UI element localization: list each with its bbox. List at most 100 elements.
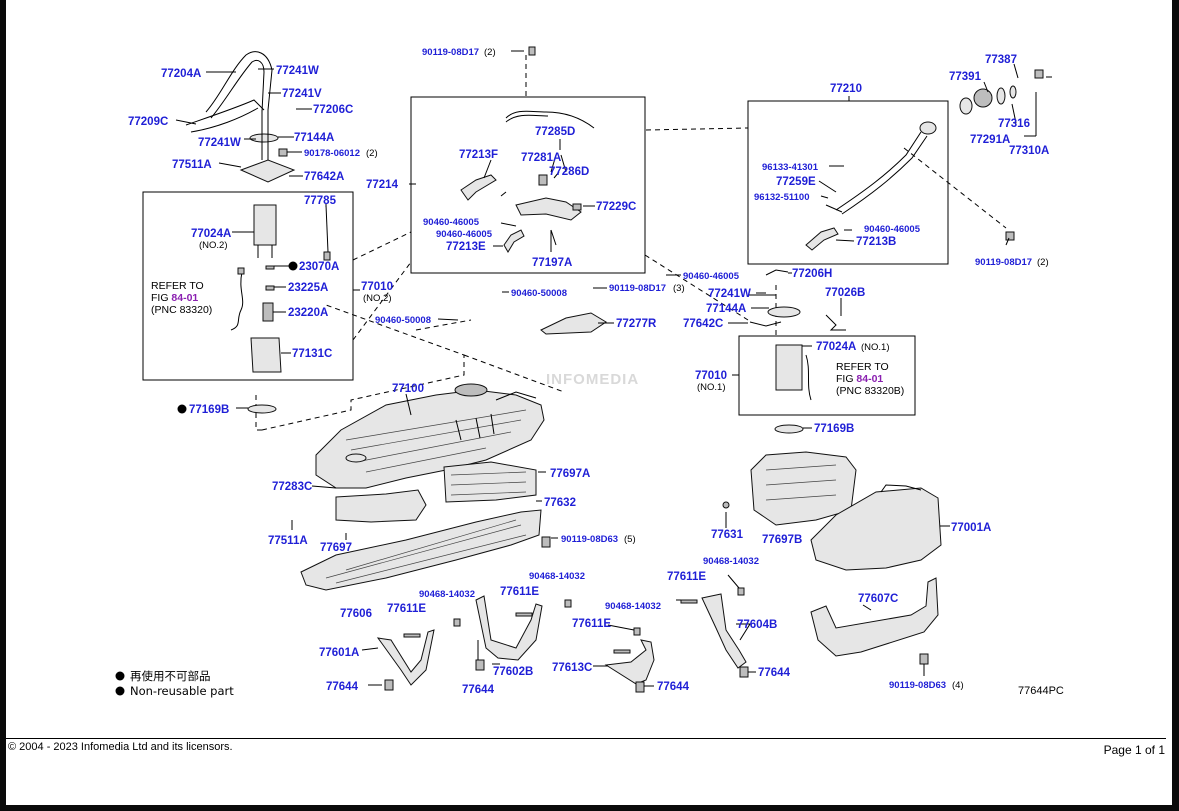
part-label-77241W[interactable]: 77241W: [276, 65, 319, 77]
part-label-77644[interactable]: 77644: [758, 667, 791, 679]
part-label-77277R[interactable]: 77277R: [616, 318, 657, 330]
part-label-77391[interactable]: 77391: [949, 71, 982, 83]
part-label-77144A[interactable]: 77144A: [706, 303, 746, 315]
part-number-labels[interactable]: 77204A 77241W 77241V 77206C 77209C 77241…: [128, 47, 1049, 696]
part-label-90460-50008[interactable]: 90460-50008: [511, 288, 567, 299]
part-label-77697[interactable]: 77697: [320, 542, 352, 554]
part-label-77644[interactable]: 77644: [462, 684, 495, 696]
part-label-90468-14032[interactable]: 90468-14032: [605, 601, 661, 612]
part-label-77024A[interactable]: 77024A: [816, 341, 856, 353]
part-label-77611E[interactable]: 77611E: [387, 603, 426, 615]
part-label-77131C[interactable]: 77131C: [292, 348, 332, 360]
part-label-77611E[interactable]: 77611E: [572, 618, 611, 630]
part-label-77511A[interactable]: 77511A: [268, 535, 308, 547]
part-label-77644[interactable]: 77644: [657, 681, 690, 693]
part-label-90460-46005[interactable]: 90460-46005: [423, 217, 480, 228]
part-label-77644[interactable]: 77644: [326, 681, 359, 693]
part-label-77169B[interactable]: 77169B: [189, 404, 229, 416]
svg-text:(PNC 83320B): (PNC 83320B): [836, 385, 904, 397]
part-label-77204A[interactable]: 77204A: [161, 68, 201, 80]
part-label-77697B[interactable]: 77697B: [762, 534, 802, 546]
part-label-77197A[interactable]: 77197A: [532, 257, 572, 269]
part-label-90460-46005[interactable]: 90460-46005: [683, 271, 740, 282]
part-label-90119-08D63[interactable]: 90119-08D63: [561, 534, 618, 545]
part-label-77697A[interactable]: 77697A: [550, 468, 590, 480]
part-label-77229C[interactable]: 77229C: [596, 201, 636, 213]
part-label-77213B[interactable]: 77213B: [856, 236, 896, 248]
quantity-label: (2): [1037, 257, 1049, 268]
part-label-90460-46005[interactable]: 90460-46005: [436, 229, 493, 240]
part-label-77213E[interactable]: 77213E: [446, 241, 486, 253]
part-label-77283C[interactable]: 77283C: [272, 481, 312, 493]
part-label-77286D[interactable]: 77286D: [549, 166, 589, 178]
part-label-90119-08D17[interactable]: 90119-08D17: [422, 47, 479, 58]
part-label-77611E[interactable]: 77611E: [667, 571, 706, 583]
part-label-77631[interactable]: 77631: [711, 529, 744, 541]
part-label-77606[interactable]: 77606: [340, 608, 372, 620]
part-label-96132-51100[interactable]: 96132-51100: [754, 192, 809, 203]
part-label-77511A[interactable]: 77511A: [172, 159, 212, 171]
guide-line: [352, 231, 412, 261]
part-label-77206C[interactable]: 77206C: [313, 104, 353, 116]
part-label-23225A[interactable]: 23225A: [288, 282, 328, 294]
part-label-77613C[interactable]: 77613C: [552, 662, 592, 674]
part-label-77241V[interactable]: 77241V: [282, 88, 322, 100]
part-label-77241W[interactable]: 77241W: [198, 137, 241, 149]
part-label-23070A[interactable]: 23070A: [299, 261, 339, 273]
part-label-77210[interactable]: 77210: [830, 83, 862, 95]
variant-label: (NO.1): [861, 342, 890, 353]
fuel-lines-no1: [748, 269, 846, 434]
part-label-77209C[interactable]: 77209C: [128, 116, 168, 128]
part-label-96133-41301[interactable]: 96133-41301: [762, 162, 819, 173]
part-label-77310A[interactable]: 77310A: [1009, 145, 1049, 157]
part-label-90468-14032[interactable]: 90468-14032: [703, 556, 759, 567]
part-label-77214[interactable]: 77214: [366, 179, 399, 191]
part-label-77281A[interactable]: 77281A: [521, 152, 561, 164]
part-label-77241W[interactable]: 77241W: [708, 288, 751, 300]
part-label-77001A[interactable]: 77001A: [951, 522, 991, 534]
variant-label: (NO.2): [363, 293, 392, 304]
sub-tank-77001A: [722, 451, 942, 571]
part-label-77611E[interactable]: 77611E: [500, 586, 539, 598]
part-label-77387[interactable]: 77387: [985, 54, 1017, 66]
part-label-77169B[interactable]: 77169B: [814, 423, 854, 435]
fig-link[interactable]: 84-01: [856, 373, 883, 385]
part-label-77601A[interactable]: 77601A: [319, 647, 359, 659]
part-label-77144A[interactable]: 77144A: [294, 132, 334, 144]
fuel-lines-no2: [185, 51, 331, 414]
part-label-77010[interactable]: 77010: [695, 370, 727, 382]
part-label-90460-46005[interactable]: 90460-46005: [864, 224, 921, 235]
part-label-77602B[interactable]: 77602B: [493, 666, 533, 678]
part-label-77259E[interactable]: 77259E: [776, 176, 816, 188]
part-label-77100[interactable]: 77100: [392, 383, 424, 395]
part-label-77604B[interactable]: 77604B: [737, 619, 777, 631]
part-label-23220A[interactable]: 23220A: [288, 307, 328, 319]
part-label-77785[interactable]: 77785: [304, 195, 337, 207]
diagram-code: 77644PC: [1018, 685, 1064, 697]
quantity-label: (5): [624, 534, 636, 545]
heat-shield-77277R: [540, 312, 607, 335]
part-label-77026B[interactable]: 77026B: [825, 287, 865, 299]
legend: 再使用不可部品 Non-reusable part: [115, 669, 234, 698]
part-label-77285D[interactable]: 77285D: [535, 126, 575, 138]
part-label-90178-06012[interactable]: 90178-06012: [304, 148, 360, 159]
part-label-77632[interactable]: 77632: [544, 497, 576, 509]
part-label-77291A[interactable]: 77291A: [970, 134, 1010, 146]
part-label-90468-14032[interactable]: 90468-14032: [529, 571, 585, 582]
part-label-90460-50008[interactable]: 90460-50008: [375, 315, 431, 326]
part-label-77024A[interactable]: 77024A: [191, 228, 231, 240]
fig-link[interactable]: 84-01: [171, 292, 198, 304]
part-label-90119-08D17[interactable]: 90119-08D17: [975, 257, 1032, 268]
part-label-77010[interactable]: 77010: [361, 281, 393, 293]
part-label-90119-08D17[interactable]: 90119-08D17: [609, 283, 666, 294]
part-label-77642A[interactable]: 77642A: [304, 171, 344, 183]
part-label-77642C[interactable]: 77642C: [683, 318, 723, 330]
part-label-77206H[interactable]: 77206H: [792, 268, 832, 280]
refer-note-right: REFER TO FIG 84-01 (PNC 83320B): [836, 361, 904, 397]
part-label-90119-08D63[interactable]: 90119-08D63: [889, 680, 946, 691]
part-label-77607C[interactable]: 77607C: [858, 593, 898, 605]
legend-en: Non-reusable part: [130, 684, 234, 698]
part-label-90468-14032[interactable]: 90468-14032: [419, 589, 475, 600]
part-label-77213F[interactable]: 77213F: [459, 149, 498, 161]
part-label-77316[interactable]: 77316: [998, 118, 1030, 130]
